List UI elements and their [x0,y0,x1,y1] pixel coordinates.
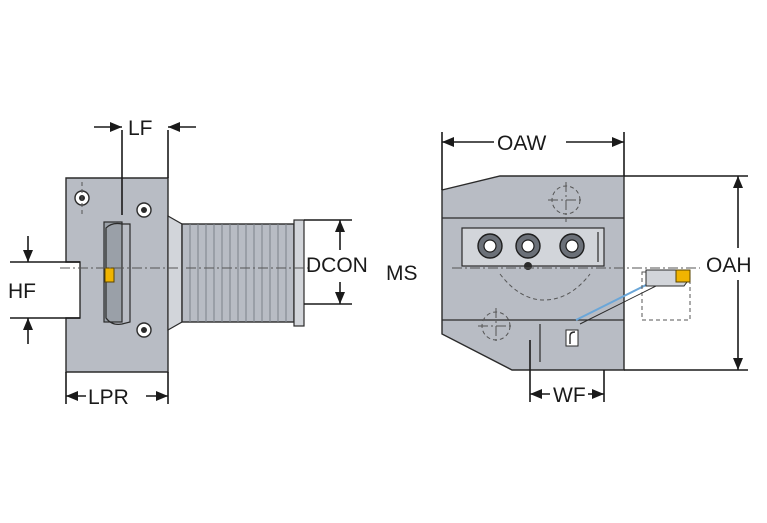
slot-outline [105,222,131,325]
lf-label: LF [128,117,153,140]
oah-arrow-bottom-icon [733,358,743,370]
oaw-arrow-right-icon [612,137,624,147]
screw-2-icon [515,233,541,259]
coolant-tube-edge [579,281,665,325]
front-insert [675,269,691,283]
pin-icon [524,262,532,270]
hidden-arc [499,273,591,301]
shank-neck [167,214,183,332]
wf-arrow-right-icon [592,389,604,399]
screw-bottom-icon [136,322,152,338]
wf-arrow-left-icon [530,389,542,399]
oah-arrow-top-icon [733,176,743,188]
hf-label: HF [8,280,36,303]
lf-arrow-right-icon [168,122,180,132]
lf-arrow-left-icon [110,122,122,132]
shank-end [293,219,305,327]
oaw-arrow-left-icon [442,137,454,147]
lpr-arrow-left-icon [66,391,78,401]
hf-arrow-bottom-icon [23,318,33,330]
screw-top-right-icon [136,202,152,218]
oaw-label: OAW [497,132,547,155]
dcon-label: DCON [306,254,368,277]
oah-label: OAH [706,254,752,277]
wf-label: WF [553,384,586,407]
screw-3-icon [559,233,585,259]
coolant-symbol-icon [565,329,579,347]
dcon-subscript: MS [386,262,418,285]
side-view: LF HF LPR DCON MS [8,117,418,409]
lpr-arrow-right-icon [156,391,168,401]
cutting-insert [104,267,115,283]
front-view: OAW OAH WF [441,132,752,407]
thread-lines [189,224,287,322]
screw-1-icon [477,233,503,259]
coolant-symbol-mark [569,331,576,344]
holder-block [441,175,625,371]
hf-arrow-top-icon [23,250,33,262]
dcon-arrow-top-icon [335,220,345,232]
lpr-label: LPR [88,386,129,409]
dcon-arrow-bottom-icon [335,292,345,304]
